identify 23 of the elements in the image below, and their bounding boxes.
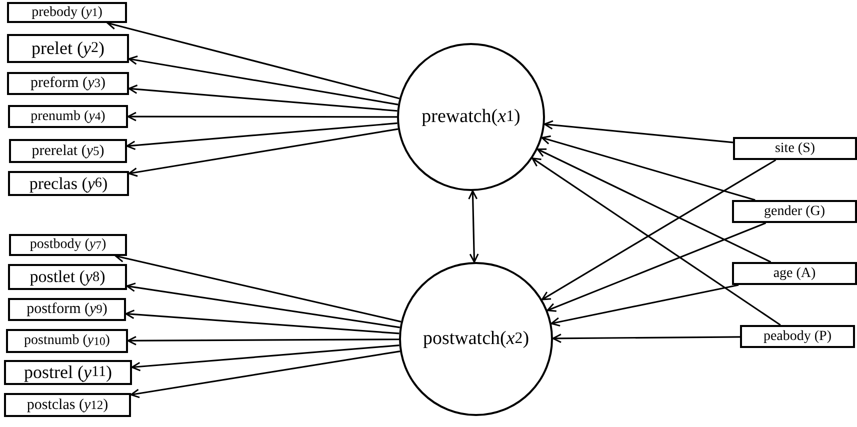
variable-box: age (A)	[732, 262, 857, 285]
variable-box: gender (G)	[732, 200, 857, 223]
arrow	[546, 222, 766, 312]
arrow	[536, 148, 772, 263]
arrow	[128, 84, 398, 112]
arrow	[130, 350, 400, 398]
variable-box: site (S)	[733, 137, 857, 160]
arrow	[131, 344, 400, 372]
arrow	[541, 159, 776, 300]
arrow	[127, 112, 397, 122]
arrow	[544, 120, 734, 144]
variable-box: peabody (P)	[740, 325, 855, 348]
arrow	[126, 122, 398, 150]
arrow	[128, 128, 398, 177]
arrow	[126, 282, 400, 328]
arrow	[550, 284, 739, 327]
arrow	[128, 56, 398, 106]
arrow	[127, 336, 399, 346]
arrow	[541, 135, 756, 201]
arrow	[125, 310, 400, 334]
arrow	[468, 190, 479, 263]
arrow	[532, 158, 781, 326]
arrow	[552, 334, 740, 344]
